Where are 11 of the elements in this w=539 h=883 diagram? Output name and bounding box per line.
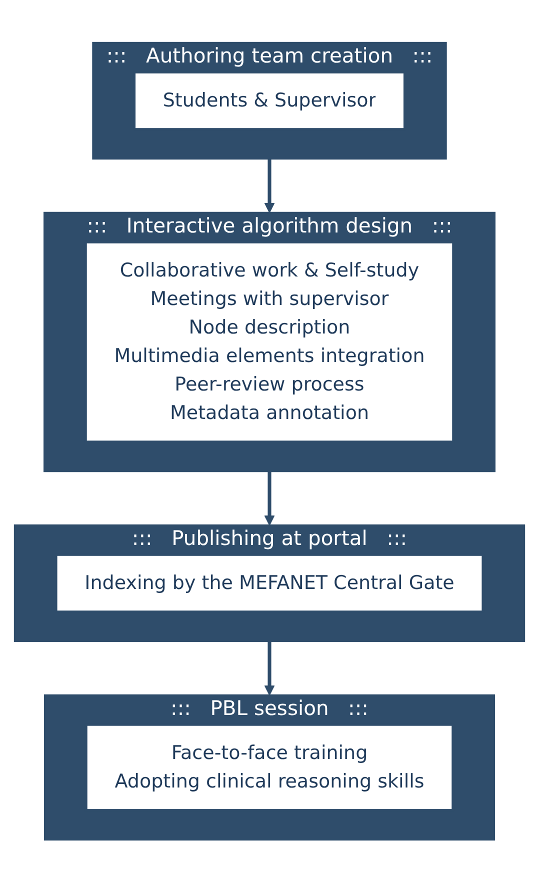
stage-title: ::: PBL session ::: (170, 698, 368, 722)
arrow (264, 472, 275, 526)
stage-detail-box: Collaborative work & Self-study Meetings with supervisor Node description Multimedia elements integration Peer-review process Metadata annotation (84, 241, 454, 444)
stage-detail-box: Face-to-face training Adopting clinical reasoning skills (85, 724, 454, 812)
stage-title: ::: Authoring team creation ::: (106, 45, 433, 69)
arrow (264, 642, 275, 696)
stage-detail-box: Students & Supervisor (133, 71, 406, 131)
stage-title: ::: Publishing at portal ::: (132, 528, 408, 552)
stage-detail-box: Indexing by the MEFANET Central Gate (54, 554, 484, 614)
stage-title: ::: Interactive algorithm design ::: (86, 215, 452, 239)
arrow (264, 159, 275, 214)
